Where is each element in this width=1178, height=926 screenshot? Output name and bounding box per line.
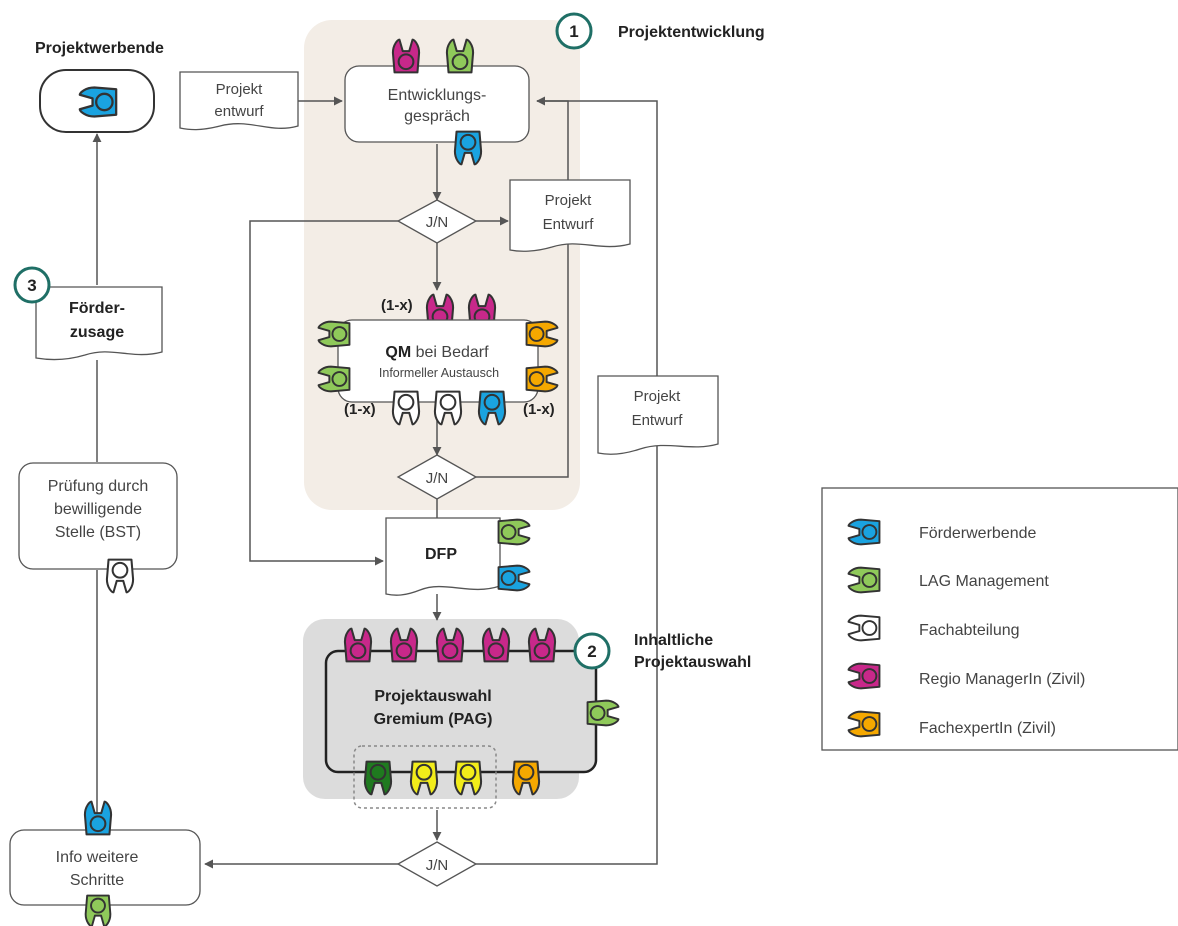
foerderwerbende-icon bbox=[83, 800, 113, 836]
phase2-number: 2 bbox=[587, 642, 596, 661]
pruefung-line3: Stelle (BST) bbox=[55, 524, 141, 541]
foerderzusage-document bbox=[35, 286, 163, 361]
entwicklungsgespraech-line1: Entwicklungs- bbox=[388, 87, 487, 104]
foerderzusage-line2: zusage bbox=[70, 324, 124, 341]
foerderwerbende-icon bbox=[497, 564, 531, 592]
decision-3-label: J/N bbox=[426, 857, 449, 874]
projekt-entwurf-line2: entwurf bbox=[214, 103, 264, 120]
pruefung-box bbox=[18, 462, 178, 570]
phase3-number: 3 bbox=[27, 276, 36, 295]
qm-count-top: (1-x) bbox=[381, 297, 413, 314]
projekt-entwurf2-line1: Projekt bbox=[545, 192, 593, 209]
pruefung-line1: Prüfung durch bbox=[48, 478, 149, 495]
phase2-label-1: Inhaltliche bbox=[634, 632, 713, 649]
qm-meeting-box bbox=[337, 319, 539, 403]
phase3-badge bbox=[13, 266, 51, 304]
phase1-label: Projektentwicklung bbox=[618, 24, 765, 41]
dfp-document bbox=[385, 517, 501, 596]
legend-label-foerderwerbende: Förderwerbende bbox=[919, 525, 1037, 542]
info-line2: Schritte bbox=[70, 872, 124, 889]
entwicklungsgespraech-box bbox=[344, 65, 530, 143]
public-members-group bbox=[353, 745, 497, 809]
arrow-jn3-to-gespraech bbox=[476, 100, 658, 865]
qm-title: QM bei Bedarf bbox=[385, 344, 489, 361]
projekt-entwurf2-line2: Entwurf bbox=[543, 216, 595, 233]
arrow-jn1-to-dfp bbox=[249, 220, 398, 566]
decision-2 bbox=[396, 454, 478, 500]
phase2-label-2: Projektauswahl bbox=[634, 654, 751, 671]
projektwerbende-title: Projektwerbende bbox=[35, 40, 164, 57]
arrow-jn2-back bbox=[476, 254, 569, 478]
foerderzusage-line1: Förder- bbox=[69, 300, 125, 317]
pruefung-line2: bewilligende bbox=[54, 501, 142, 518]
projekt-entwurf3-line2: Entwurf bbox=[632, 412, 684, 429]
qm-rest: bei Bedarf bbox=[411, 344, 489, 361]
qm-subtitle: Informeller Austausch bbox=[379, 366, 499, 380]
legend-box bbox=[821, 487, 1178, 751]
phase2-badge bbox=[573, 632, 611, 670]
projekt-entwurf-document-2 bbox=[509, 179, 631, 252]
qm-bold: QM bbox=[385, 344, 411, 361]
lag-management-icon bbox=[84, 894, 112, 926]
phase1-number: 1 bbox=[569, 22, 578, 41]
qm-count-bottom-left: (1-x) bbox=[344, 401, 376, 418]
legend-label-regio: Regio ManagerIn (Zivil) bbox=[919, 671, 1085, 688]
projekt-entwurf-document bbox=[179, 71, 299, 131]
legend-items: Förderwerbende LAG Management Fachabteil… bbox=[847, 518, 1085, 738]
projekt-entwurf-line1: Projekt bbox=[216, 81, 264, 98]
pag-line2: Gremium (PAG) bbox=[374, 711, 493, 728]
phase1-badge bbox=[555, 12, 593, 50]
decision-2-label: J/N bbox=[426, 470, 449, 487]
lag-management-icon bbox=[586, 699, 620, 727]
info-weitere-schritte-box bbox=[9, 829, 201, 906]
decision-3 bbox=[396, 841, 478, 887]
connectors bbox=[92, 96, 658, 869]
qm-count-bottom-right: (1-x) bbox=[523, 401, 555, 418]
pag-line1: Projektauswahl bbox=[374, 688, 491, 705]
dfp-label: DFP bbox=[425, 546, 457, 563]
entwicklungsgespraech-line2: gespräch bbox=[404, 108, 470, 125]
decision-1-label: J/N bbox=[426, 214, 449, 231]
projekt-entwurf3-line1: Projekt bbox=[634, 388, 682, 405]
legend-label-fachabteilung: Fachabteilung bbox=[919, 622, 1020, 639]
legend-label-lag: LAG Management bbox=[919, 573, 1049, 590]
decision-1 bbox=[396, 199, 478, 244]
info-line1: Info weitere bbox=[56, 849, 139, 866]
lag-management-icon bbox=[497, 518, 531, 546]
projekt-entwurf-document-3 bbox=[597, 375, 719, 455]
legend-label-fachexpertin: FachexpertIn (Zivil) bbox=[919, 720, 1056, 737]
fachabteilung-icon bbox=[105, 558, 135, 594]
